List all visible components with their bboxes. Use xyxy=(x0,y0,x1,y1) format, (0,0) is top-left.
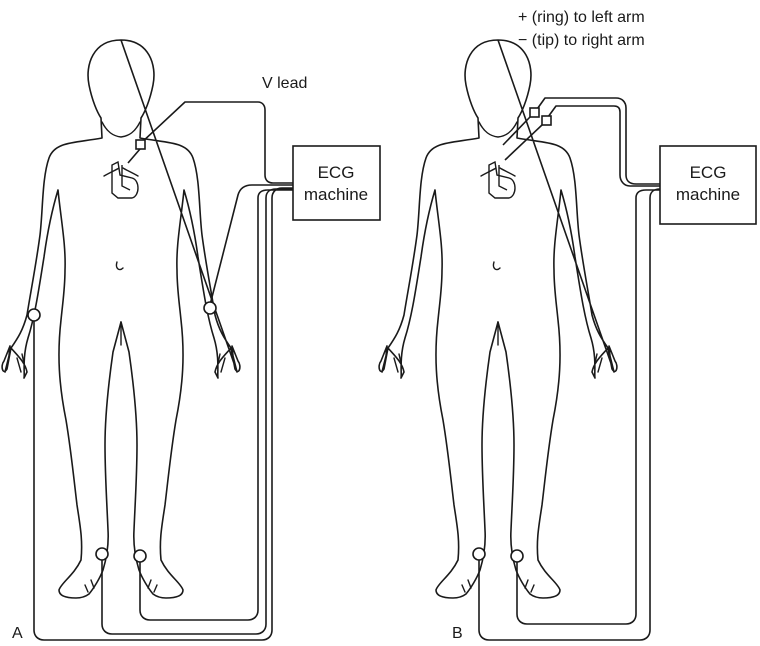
left-arm-electrode xyxy=(204,302,216,314)
pacemaker-b xyxy=(489,162,515,198)
ecg-machine-box-a xyxy=(293,146,380,220)
panel-b-letter: B xyxy=(452,625,463,642)
tip-electrode xyxy=(542,116,551,125)
left-arm-wire xyxy=(210,185,293,305)
ring-electrode xyxy=(530,108,539,117)
panel-a: ECG machine V lead A xyxy=(2,40,380,642)
v-lead-electrode xyxy=(136,140,145,149)
body-figure-b xyxy=(379,40,617,598)
pacemaker-a xyxy=(112,162,138,198)
right-arm-electrode xyxy=(28,309,40,321)
panel-b: ECG machine + (ring) to left arm − (tip)… xyxy=(379,9,756,642)
ecg-machine-label-b1: ECG xyxy=(690,163,727,182)
right-leg-electrode xyxy=(96,548,108,560)
ring-note: + (ring) to left arm xyxy=(518,9,645,26)
v-lead-label: V lead xyxy=(262,75,307,92)
left-leg-electrode-b xyxy=(511,550,523,562)
ecg-machine-label-a2: machine xyxy=(304,185,368,204)
ecg-machine-label-a1: ECG xyxy=(318,163,355,182)
right-leg-electrode-b xyxy=(473,548,485,560)
panel-a-letter: A xyxy=(12,625,23,642)
tip-note: − (tip) to right arm xyxy=(518,32,645,49)
ecg-machine-label-b2: machine xyxy=(676,185,740,204)
left-leg-electrode xyxy=(134,550,146,562)
